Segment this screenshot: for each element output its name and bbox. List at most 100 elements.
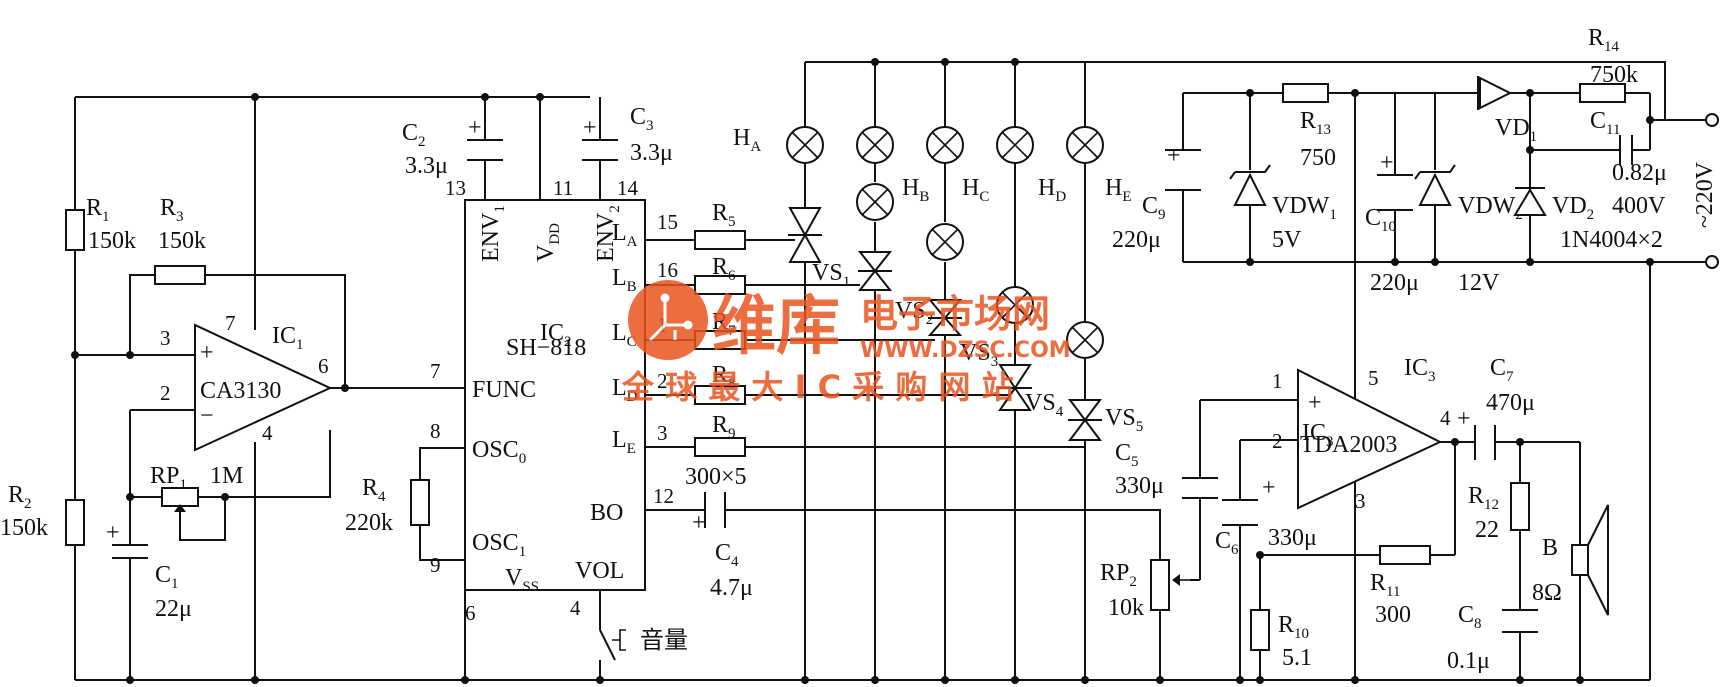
vs4-label: VS4 <box>1025 390 1064 420</box>
triac-vs3: VS3 <box>927 299 998 370</box>
ic1-pin7: 7 <box>225 311 236 335</box>
capacitor-c6: + C6 330μ <box>1215 475 1317 558</box>
c2-value: 3.3μ <box>405 153 448 179</box>
r2-ref: R2 <box>8 482 32 512</box>
zener-vdw2: VDW2 12V <box>1414 164 1523 296</box>
volume-label: 音量 <box>640 627 688 654</box>
r9-value: 300×5 <box>685 464 747 490</box>
diode-vd1: VD1 <box>1477 76 1537 145</box>
c5-ref: C5 <box>1115 440 1139 470</box>
lamp-hd-label: HD <box>1038 175 1066 205</box>
watermark-brand: 维库 <box>712 290 840 364</box>
ic1-opamp: + − CA3130 IC1 3 2 7 6 4 <box>160 311 333 452</box>
ic2-vss: VSS <box>505 565 539 595</box>
ic2-vdd: VDD <box>533 223 563 262</box>
resistor-r4: R4 220k <box>345 475 430 536</box>
watermark-slogan: 全 球 最 大 I C 采 购 网 站 <box>621 368 1014 406</box>
lamp-hc-2: HC <box>926 175 989 261</box>
resistor-r6: R6 <box>694 254 746 295</box>
triacs: VS1 VS2 VS3 VS4 VS5 <box>788 207 1143 441</box>
r12-value: 22 <box>1475 517 1499 543</box>
ic2-pin16: 16 <box>657 258 678 282</box>
lamp-ha: HA <box>733 125 824 164</box>
ic1-pin2: 2 <box>160 381 171 405</box>
c11-ref: C11 <box>1590 108 1620 138</box>
resistor-r11: R11 300 <box>1370 545 1431 628</box>
supply-label: ~220V <box>1692 161 1718 228</box>
ic2-pin14: 14 <box>617 176 639 200</box>
ic2-ld: LD <box>612 375 638 405</box>
r6-ref: R6 <box>712 254 736 284</box>
c11-value: 0.82μ <box>1612 160 1667 186</box>
r4-value: 220k <box>345 510 393 536</box>
watermark: 维库 电子市场网 WWW.DZSC.COM 全 球 最 大 I C 采 购 网 … <box>621 280 1071 406</box>
lamp-hc-top <box>926 126 964 164</box>
r11-value: 300 <box>1375 602 1411 628</box>
c4-value: 4.7μ <box>710 575 753 601</box>
c2-plus: + <box>468 115 482 141</box>
c8-value: 0.1μ <box>1447 648 1490 674</box>
lamp-hc-label: HC <box>962 175 989 205</box>
ic2-pin6: 6 <box>465 601 476 625</box>
c9-ref: C9 <box>1142 193 1166 223</box>
ic3-amp: + IC3 TDA2003 IC3 1 2 5 4 3 <box>1272 355 1451 513</box>
ic1-minus: − <box>200 403 214 429</box>
r7-ref: R7 <box>712 309 736 339</box>
capacitor-c10: + C10 220μ <box>1365 150 1419 296</box>
capacitor-c5: C5 330μ <box>1115 440 1218 499</box>
ic1-plus: + <box>200 340 214 366</box>
c7-plus: + <box>1457 406 1471 432</box>
lamp-hb-label: HB <box>902 175 929 205</box>
resistor-r9: R9 300×5 <box>685 412 747 490</box>
ic3-pin5: 5 <box>1368 366 1379 390</box>
r14-ref: R14 <box>1588 25 1620 55</box>
vs3-label: VS3 <box>960 340 998 370</box>
r14-value: 750k <box>1590 62 1638 88</box>
resistor-r8: R8 <box>694 362 746 405</box>
resistor-r10: R10 5.1 <box>1250 609 1312 671</box>
r2-value: 150k <box>0 515 48 541</box>
watermark-url: WWW.DZSC.COM <box>860 338 1071 363</box>
zener-vdw1: VDW1 5V <box>1229 164 1337 253</box>
vs1-label: VS1 <box>812 260 850 290</box>
triac-vs1: VS1 <box>788 207 850 290</box>
resistor-r14: R14 750k <box>1579 25 1638 103</box>
triac-vs4: VS4 <box>998 364 1064 420</box>
volume-switch: 音量 <box>599 627 688 661</box>
ic2-pin4: 4 <box>570 596 581 620</box>
ic3-pin3: 3 <box>1355 489 1366 513</box>
ic3-part: TDA2003 <box>1300 432 1397 458</box>
watermark-logo-icon <box>628 280 708 360</box>
wiring <box>74 61 1707 681</box>
ic2-env2: ENV2 <box>593 205 623 262</box>
ic2-pin15: 15 <box>657 210 678 234</box>
vd2-ref: VD2 <box>1552 193 1594 223</box>
c1-plus: + <box>106 520 120 546</box>
junction-dots <box>71 58 1654 684</box>
r13-ref: R13 <box>1300 108 1331 138</box>
r10-value: 5.1 <box>1282 645 1312 671</box>
lamp-he-label: HE <box>1105 175 1132 205</box>
diode-vd2: VD2 1N4004×2 <box>1513 187 1663 253</box>
ic2-osc1: OSC1 <box>472 530 526 560</box>
ic3-ref: IC3 <box>1302 420 1334 450</box>
rp2-ref: RP2 <box>1100 560 1137 590</box>
r11-ref: R11 <box>1370 570 1400 600</box>
r8-ref: R8 <box>712 362 736 392</box>
capacitor-c2: + C2 3.3μ <box>402 115 503 179</box>
r5-ref: R5 <box>712 200 736 230</box>
resistor-r1: R1 150k <box>65 195 136 254</box>
ic3-plus: + <box>1308 390 1322 416</box>
triac-vs5: VS5 <box>1068 399 1143 441</box>
c7-value: 470μ <box>1486 390 1535 416</box>
c1-ref: C1 <box>155 562 179 592</box>
c9-value: 220μ <box>1112 227 1161 253</box>
rp2-value: 10k <box>1108 595 1144 621</box>
r1-value: 150k <box>88 228 136 254</box>
ic2-pin11: 11 <box>553 176 573 200</box>
vdw2-value: 12V <box>1458 270 1500 296</box>
resistor-r5: R5 <box>694 200 746 250</box>
resistor-r7: R7 <box>694 309 746 350</box>
lamp-he-top <box>1066 126 1104 164</box>
